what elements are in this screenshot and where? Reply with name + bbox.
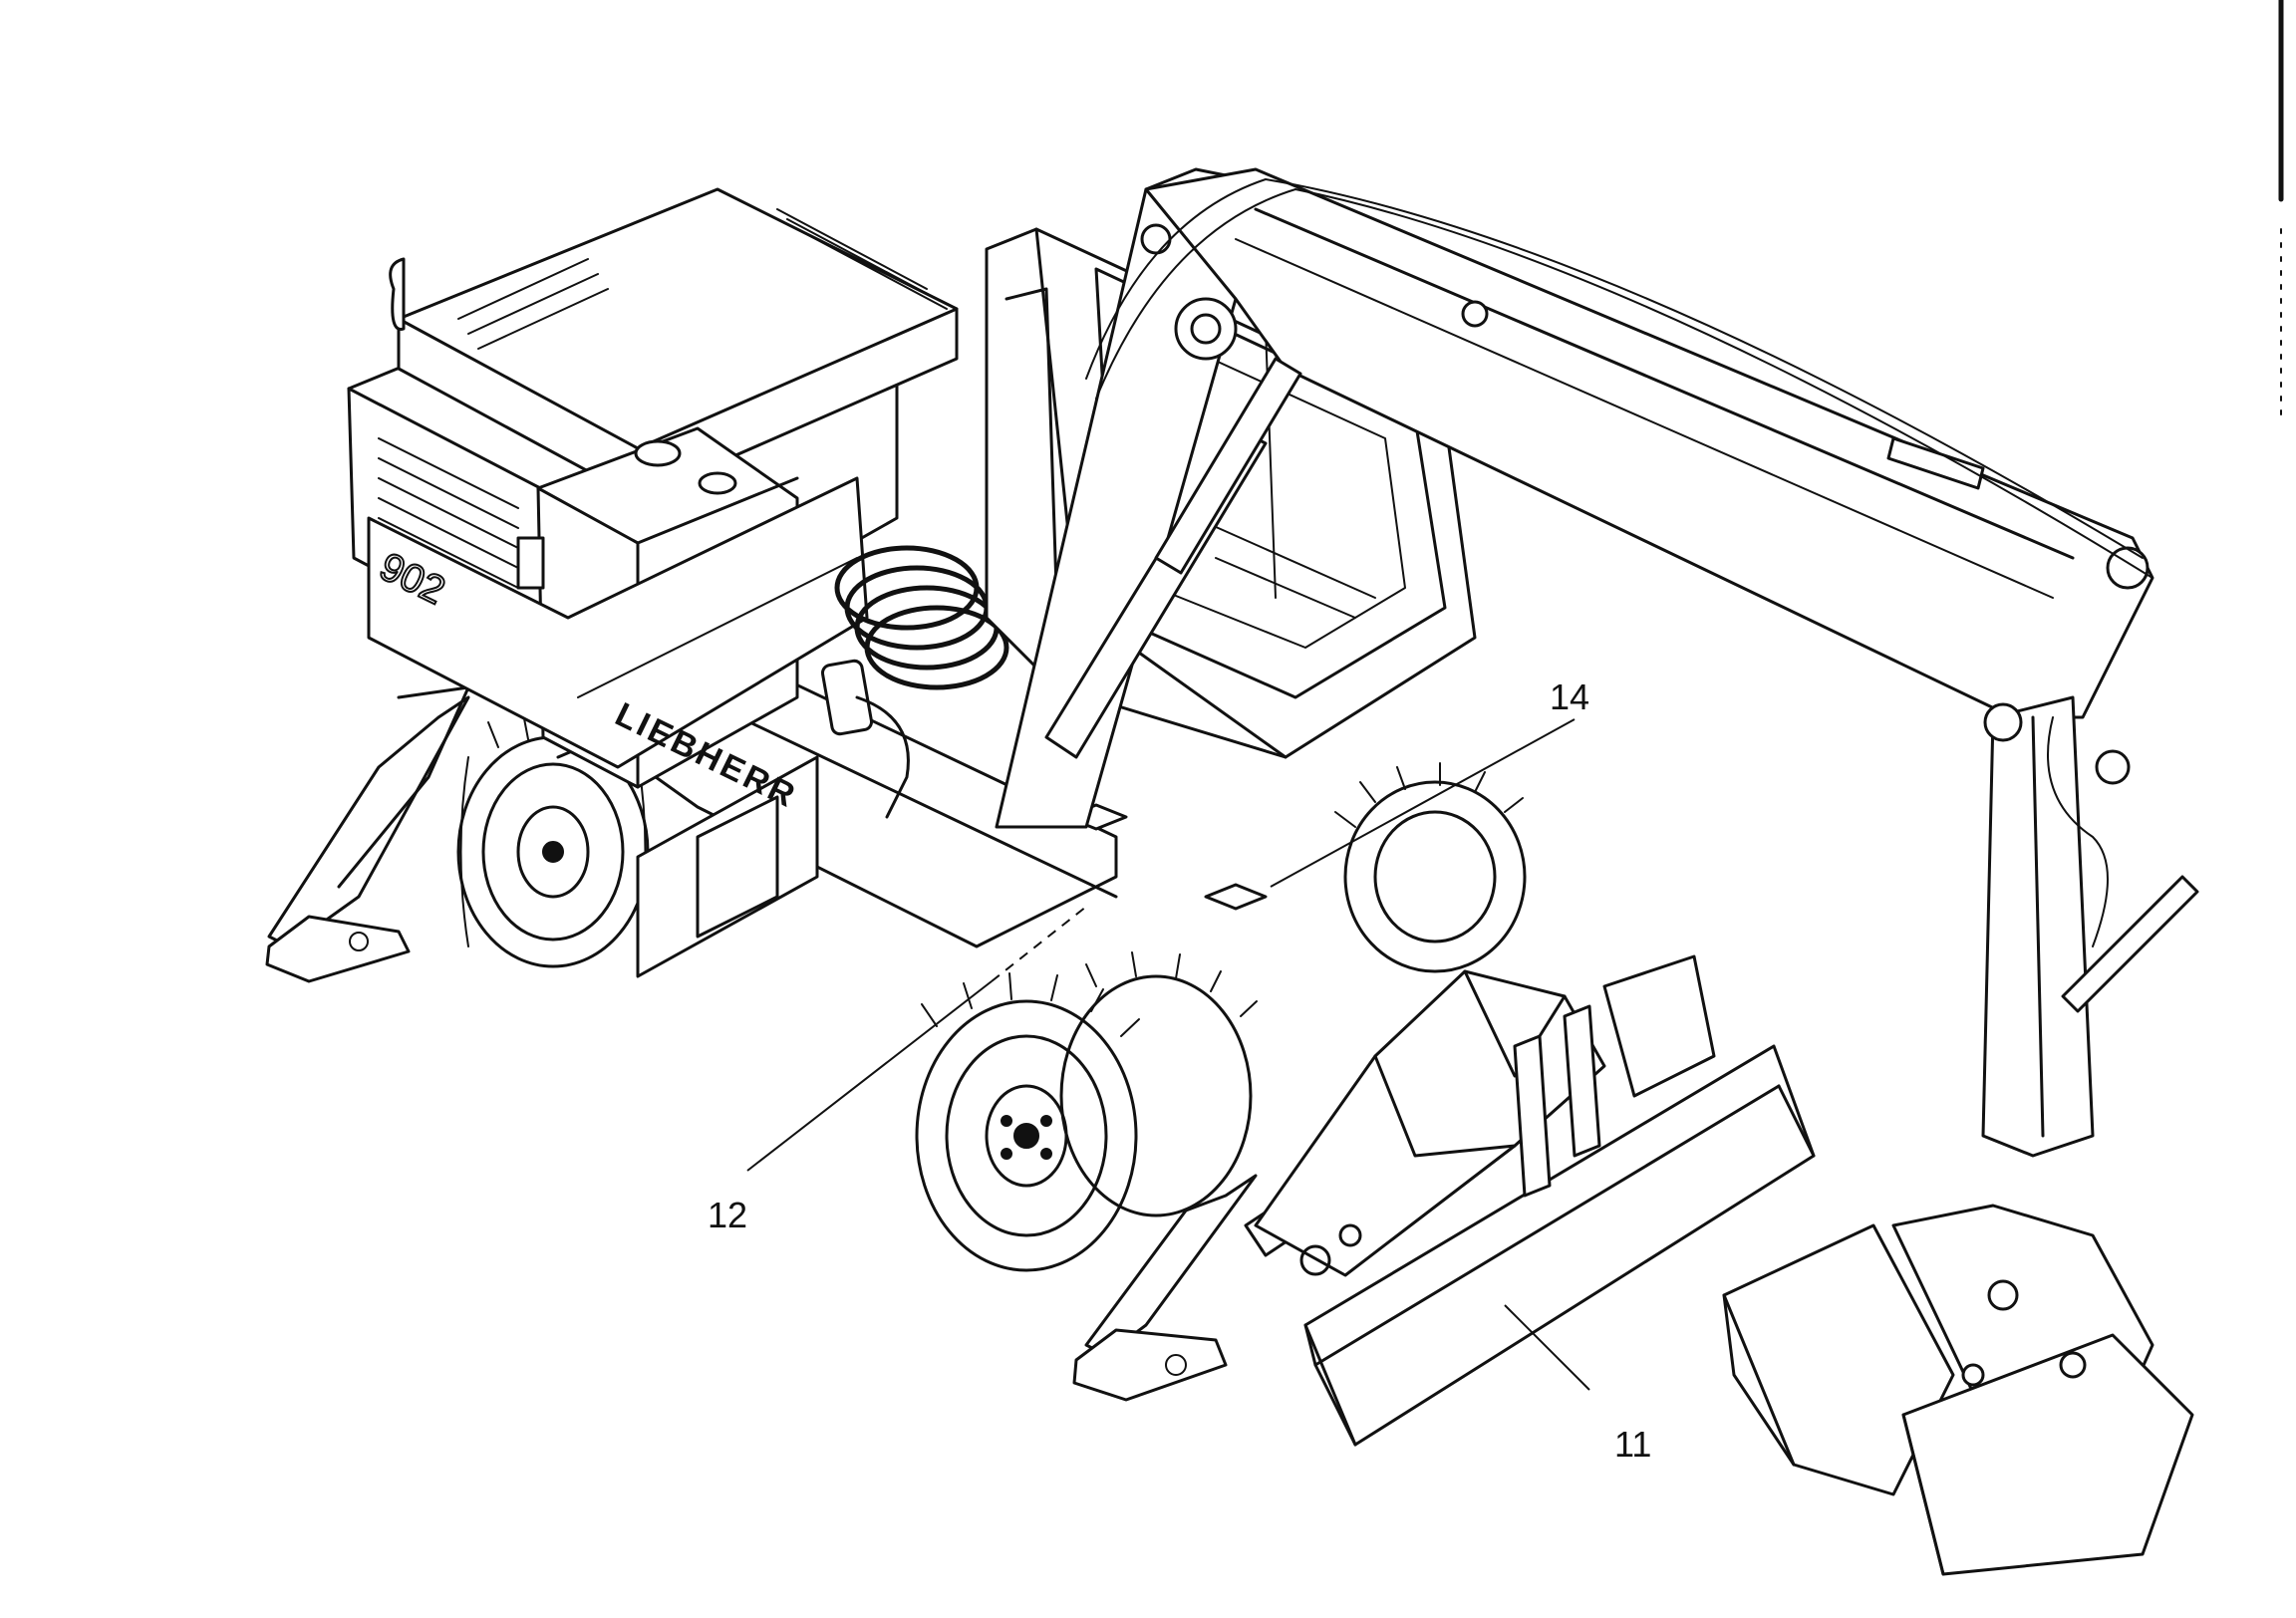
front-right-wheel: [1059, 951, 1258, 1217]
front-left-wheel: [915, 972, 1140, 1272]
callout-12: 12: [708, 906, 1087, 1235]
arm-stick: [1981, 695, 2131, 1158]
left-rear-stabilizer: [265, 685, 470, 983]
side-panel: [367, 476, 869, 978]
exhaust-stack: [389, 257, 406, 331]
boom-hoses: [1085, 178, 2153, 947]
main-boom: [995, 167, 2154, 829]
callout-label-14: 14: [1550, 676, 1589, 717]
dozer-blade: [1303, 1044, 1816, 1447]
rear-right-wheel: [1334, 762, 1527, 973]
blade-linkage: [1254, 954, 1716, 1277]
stick-cylinder: [1886, 436, 2199, 1013]
side-mirror: [820, 659, 910, 819]
clamshell-bucket: [1722, 1204, 2194, 1576]
boom-cylinder: [1044, 357, 1302, 759]
callout-14: 14: [1270, 676, 1589, 888]
callout-label-12: 12: [708, 1195, 747, 1235]
callout-label-11: 11: [1614, 1424, 1651, 1465]
callout-11: 11: [1504, 1304, 1651, 1465]
